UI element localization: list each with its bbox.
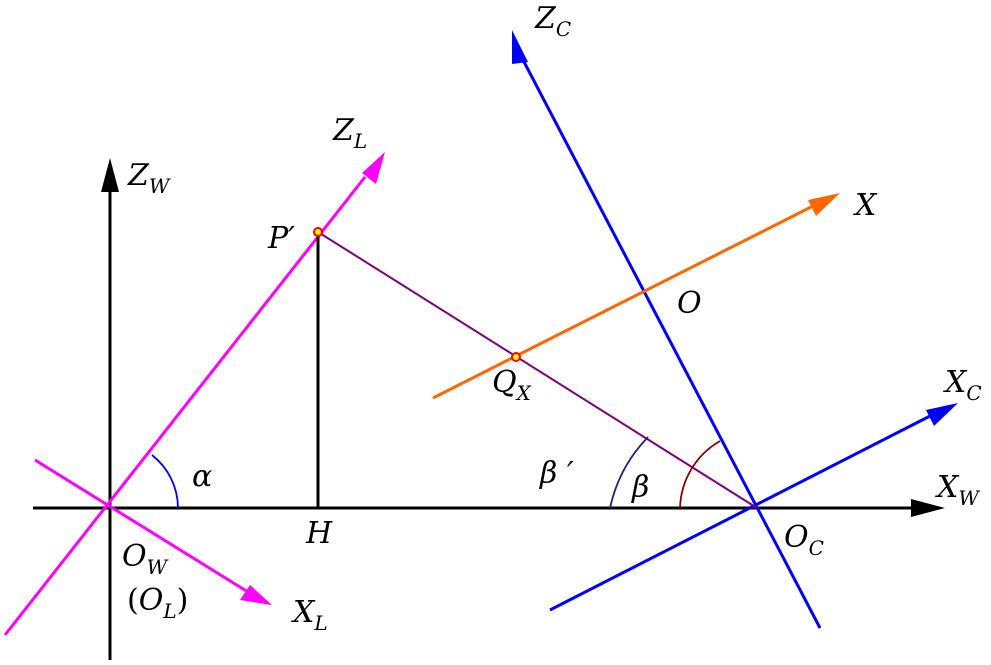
xc-axis: [549, 413, 933, 612]
angle-arcs: [151, 436, 721, 509]
xc-label: XC: [943, 365, 982, 405]
zc-arrowhead: [512, 30, 528, 64]
laser-axes: [3, 152, 385, 636]
o-label: O: [677, 286, 702, 321]
xl-axis: [34, 458, 249, 594]
beta-prime-label: β ′: [539, 456, 574, 491]
beta-arc: [679, 440, 721, 509]
points: [313, 227, 521, 362]
xl-label: XL: [291, 595, 328, 635]
p-prime-label: P′: [267, 221, 295, 256]
ol-label: (OL): [127, 583, 188, 623]
x-axis-arrowhead: [808, 193, 840, 216]
alpha-arc: [151, 454, 179, 509]
x-axis-orange: [432, 193, 840, 400]
alpha-label: α: [192, 459, 212, 494]
qx-point: [511, 352, 521, 362]
world-axes: [33, 158, 945, 660]
xw-arrowhead: [911, 499, 945, 517]
h-label: H: [305, 516, 333, 551]
x-axis-line: [432, 203, 816, 400]
camera-axes: [512, 30, 958, 629]
zl-axis: [3, 176, 367, 636]
zw-arrowhead: [101, 158, 119, 192]
beta-label: β: [631, 470, 649, 505]
zc-axis: [520, 57, 822, 629]
beta-prime-arc: [609, 436, 649, 509]
zc-label: ZC: [534, 1, 571, 41]
zl-arrowhead: [362, 152, 385, 184]
p-prime-oc-line: [317, 231, 758, 509]
labels: ZW ZL ZC X XC XW XL P′ O QX α β ′ β H OC…: [122, 1, 982, 635]
qx-label: QX: [492, 365, 532, 405]
p-prime-point: [313, 227, 323, 237]
zw-label: ZW: [127, 158, 171, 198]
x-label: X: [853, 188, 878, 223]
xl-arrowhead: [240, 585, 272, 605]
construction-lines: [316, 231, 758, 509]
xw-label: XW: [935, 470, 980, 510]
xc-arrowhead: [926, 403, 958, 426]
ow-label: OW: [122, 539, 169, 579]
zl-label: ZL: [332, 113, 367, 153]
oc-label: OC: [784, 520, 824, 560]
